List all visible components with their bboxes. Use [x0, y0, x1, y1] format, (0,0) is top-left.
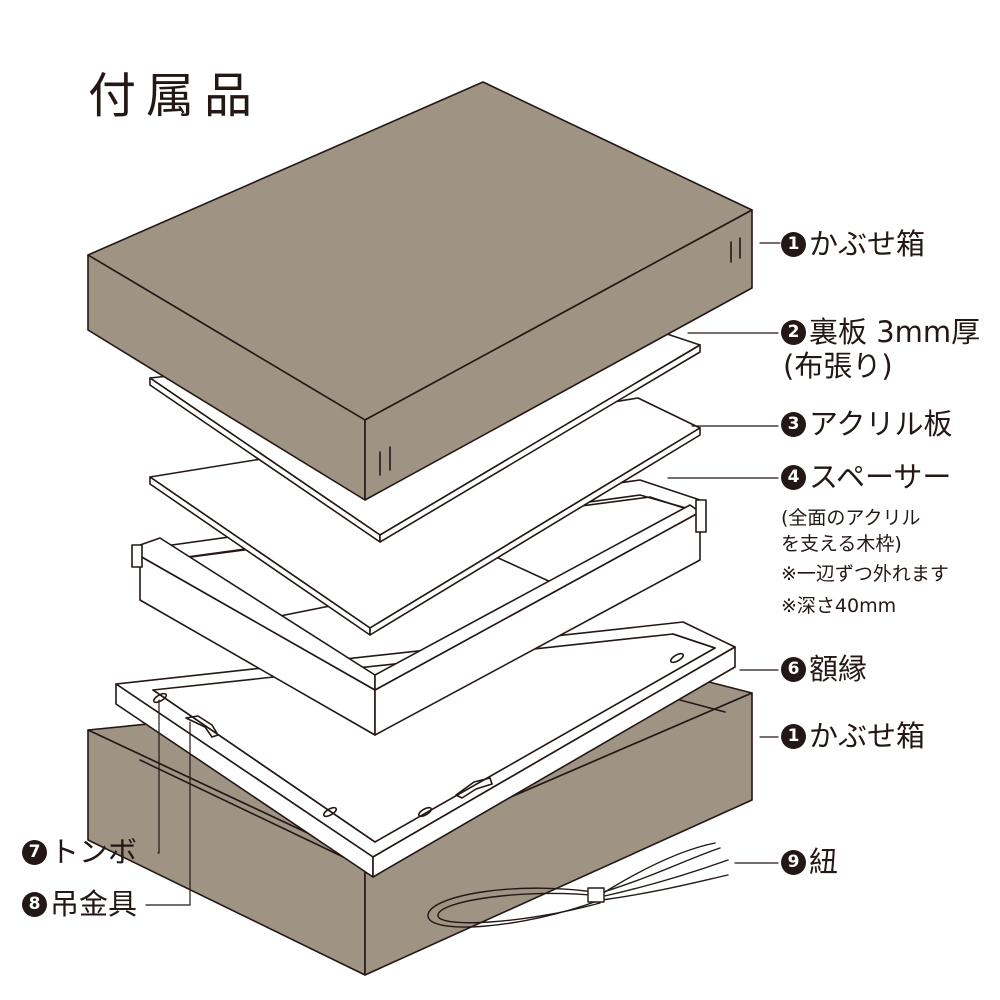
page-title: 付属品 [88, 68, 263, 124]
hanging-hardware [455, 777, 493, 799]
hanging-hardware [185, 715, 219, 738]
part-label-text: かぶせ箱 [809, 227, 926, 261]
part-label-tonbo: 7 トンボ [22, 838, 137, 867]
cover-box-top [87, 81, 753, 501]
part-number-badge: 1 [781, 724, 806, 749]
part-number-badge: 6 [781, 657, 806, 682]
tonbo-fitting [417, 806, 433, 818]
part-number-badge: 4 [781, 465, 806, 490]
leader-lines [145, 242, 781, 906]
part-label-text: 額縁 [809, 652, 868, 686]
part-label-string: 9 紐 [781, 848, 838, 877]
part-label-text: トンボ [50, 835, 138, 869]
frame-front-right [372, 646, 736, 878]
spacer-note-line: (全面のアクリル [781, 507, 921, 529]
part-label-text: アクリル板 [809, 407, 953, 441]
part-label-subtext: (布張り) [783, 349, 893, 383]
tonbo-fitting [152, 692, 168, 704]
part-label-hanging-hardware: 8 吊金具 [22, 890, 137, 919]
spacer-notes: (全面のアクリル を支える木枠) ※一辺ずつ外れます ※深さ40mm [781, 505, 949, 619]
part-label-back-board-sub: (布張り) [781, 352, 893, 381]
part-number-badge: 8 [22, 892, 47, 917]
part-label-text: 吊金具 [50, 887, 138, 921]
tonbo-fitting [322, 806, 338, 818]
part-label-spacer: 4 スペーサー [781, 463, 951, 492]
part-label-text: かぶせ箱 [809, 719, 926, 753]
spacer-note-line: を支える木枠) [781, 533, 902, 555]
part-number-badge: 9 [781, 850, 806, 875]
cover-box-top-right-face [364, 209, 753, 501]
part-label-cover-box-top: 1 かぶせ箱 [781, 230, 925, 259]
spacer-note-line: ※深さ40mm [781, 595, 897, 617]
part-number-badge: 7 [22, 840, 47, 865]
part-label-text: 紐 [809, 845, 839, 879]
part-number-badge: 2 [781, 320, 806, 345]
part-label-frame: 6 額縁 [781, 655, 867, 684]
part-label-back-board: 2 裏板 3mm厚 [781, 318, 980, 347]
part-label-text: スペーサー [809, 460, 952, 494]
part-number-badge: 1 [781, 232, 806, 257]
cover-box-bottom-right-face [364, 692, 753, 976]
spacer-note-line: ※一辺ずつ外れます [781, 563, 949, 585]
part-number-badge: 3 [781, 412, 806, 437]
part-label-cover-box-bottom: 1 かぶせ箱 [781, 722, 925, 751]
part-label-acrylic: 3 アクリル板 [781, 410, 953, 439]
string [427, 842, 729, 928]
part-label-text: 裏板 3mm厚 [809, 315, 981, 349]
tonbo-fitting [669, 652, 685, 664]
